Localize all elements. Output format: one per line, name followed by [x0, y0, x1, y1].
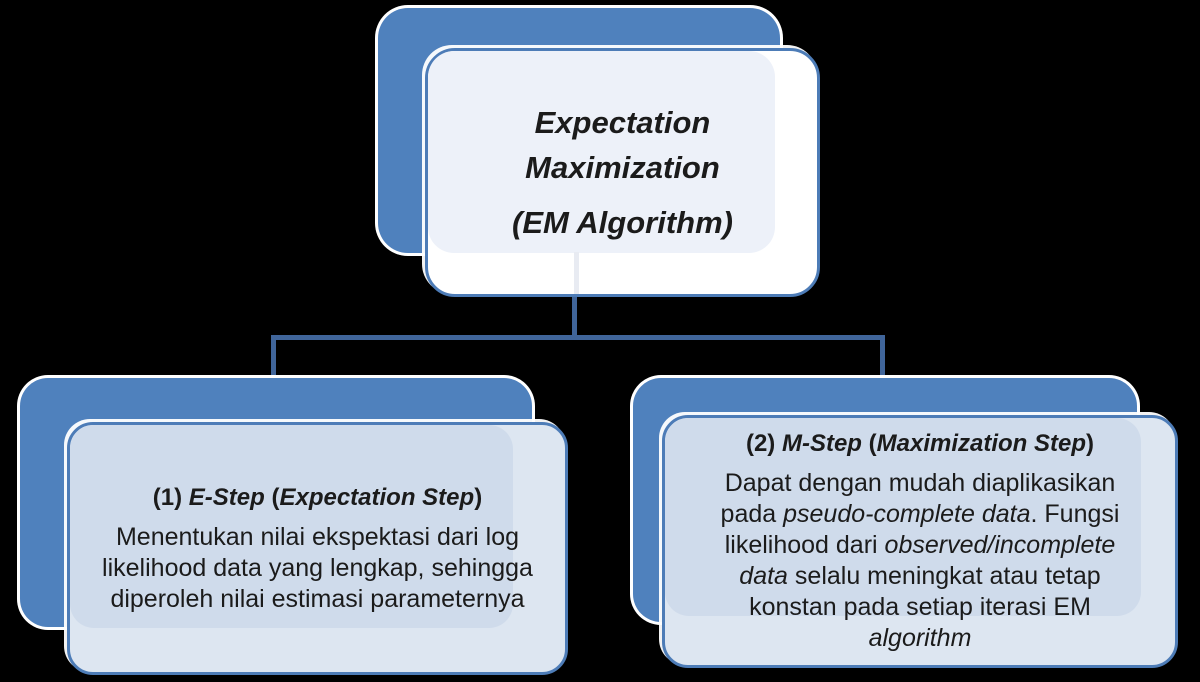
- node-title-line: Expectation: [534, 105, 711, 140]
- node-m-step-title: (2) M-Step (Maximization Step): [745, 430, 1095, 457]
- node-e-step-title: (1) E-Step (Expectation Step): [152, 483, 483, 511]
- connector-trunk-overlay: [574, 252, 579, 294]
- node-title-line: Maximization: [525, 150, 720, 185]
- node-e-step-text: (1) E-Step (Expectation Step) Menentukan…: [102, 483, 533, 615]
- node-m-step: (2) M-Step (Maximization Step) Dapat den…: [662, 415, 1178, 668]
- node-em-algorithm-text: Expectation Maximization (EM Algorithm): [512, 100, 733, 245]
- node-e-step-inner-panel: [70, 425, 513, 628]
- node-em-algorithm: Expectation Maximization (EM Algorithm): [425, 48, 820, 297]
- connector-right-drop: [880, 335, 885, 377]
- node-e-step: (1) E-Step (Expectation Step) Menentukan…: [67, 422, 568, 675]
- connector-crossbar: [271, 335, 885, 340]
- node-m-step-text: (2) M-Step (Maximization Step) Dapat den…: [721, 429, 1120, 654]
- connector-left-drop: [271, 335, 276, 377]
- node-subtitle-line: (EM Algorithm): [512, 205, 733, 240]
- node-m-step-inner-panel: [665, 418, 1141, 616]
- connector-trunk: [572, 297, 577, 340]
- node-em-algorithm-inner-panel: [428, 51, 775, 253]
